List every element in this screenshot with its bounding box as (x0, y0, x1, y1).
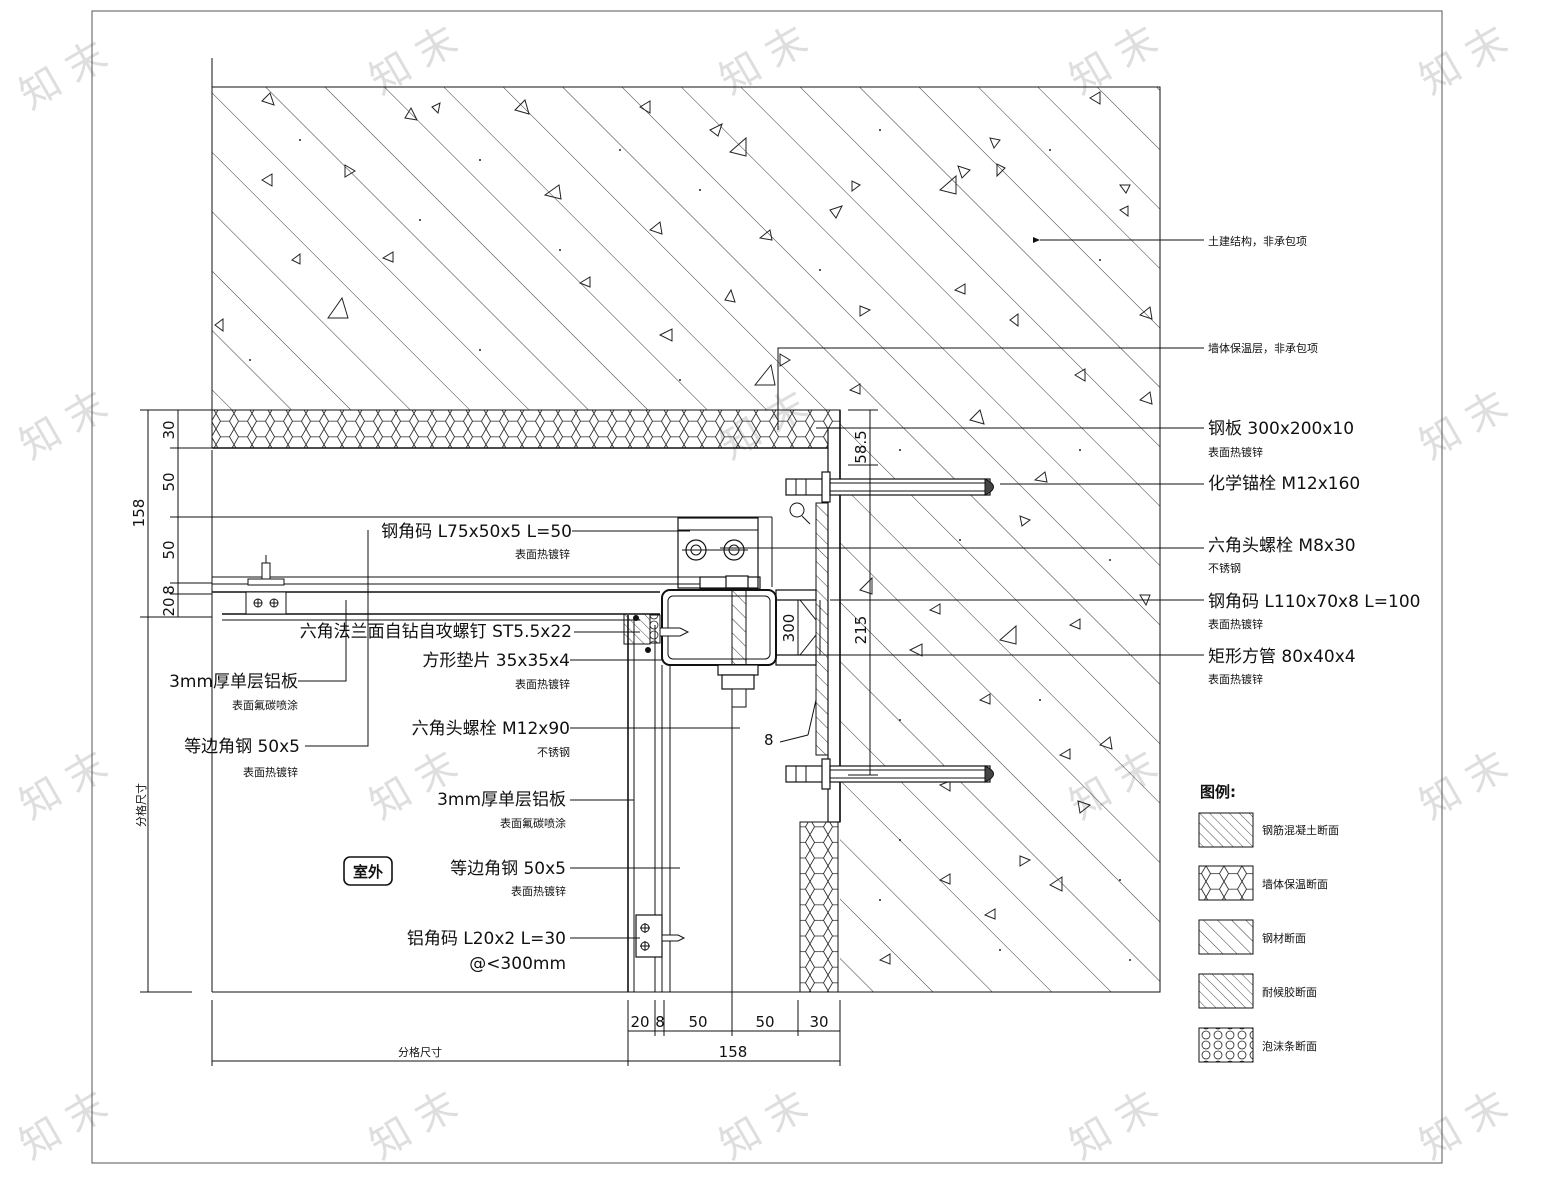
label-bolt-m12-sub: 不锈钢 (537, 746, 570, 759)
dim-h158: 158 (719, 1043, 748, 1061)
leaders (298, 237, 1204, 939)
label-tube: 矩形方管 80x40x4 (1208, 647, 1356, 667)
label-insulation: 墙体保温层，非承包项 (1208, 341, 1318, 355)
drawing-frame (91, 10, 1443, 1164)
dim-grid-v: 分格尺寸 (134, 783, 148, 827)
dim-h30: 30 (809, 1013, 828, 1031)
label-angle-l110: 钢角码 L110x70x8 L=100 (1208, 592, 1420, 612)
sealant-hatch-icon (1198, 973, 1254, 1009)
label-bolt-m8-sub: 不锈钢 (1208, 562, 1241, 575)
svg-text:知 末: 知 末 (12, 742, 115, 828)
label-outdoor: 室外 (353, 863, 383, 881)
concrete-hatch-icon (1198, 812, 1254, 848)
label-screw: 六角法兰面自钻自攻螺钉 ST5.5x22 (300, 622, 572, 642)
steel-hatch-icon (1198, 919, 1254, 955)
rect-steel-tube (661, 575, 777, 708)
svg-text:知 末: 知 末 (362, 1082, 465, 1168)
outdoor-box (343, 856, 393, 886)
left-bracket (245, 555, 287, 615)
concrete-structure (211, 58, 1161, 993)
dim-h50a: 50 (688, 1013, 707, 1031)
label-angle50-left-sub: 表面热镀锌 (243, 765, 298, 779)
dim-v158: 158 (130, 499, 148, 528)
steel-angle-l110 (775, 502, 829, 756)
sealant-block (623, 613, 690, 653)
label-al-left: 3mm厚单层铝板 (169, 672, 298, 692)
label-angle50-left: 等边角钢 50x5 (184, 737, 300, 757)
text-labels: 土建结构，非承包项 墙体保温层，非承包项 钢板 300x200x10 表面热镀锌… (169, 234, 1420, 974)
svg-text:知 末: 知 末 (1412, 742, 1515, 828)
dim-right (797, 409, 878, 776)
label-al-left-sub: 表面氟碳喷涂 (232, 698, 298, 712)
label-tube-sub: 表面热镀锌 (1208, 672, 1263, 686)
legend: 图例: 钢筋混凝土断面 墙体保温断面 钢材断面 耐候胶断面 泡沫条断面 (1198, 783, 1339, 1063)
insulation-hex-icon (1198, 865, 1254, 901)
label-angle-l75-sub: 表面热镀锌 (515, 547, 570, 561)
dim-v30: 30 (160, 420, 178, 439)
dim-v215: 215 (852, 616, 870, 645)
svg-text:知 末: 知 末 (12, 1082, 115, 1168)
foam-circle-icon (1198, 1027, 1254, 1063)
svg-text:知 末: 知 末 (12, 32, 115, 118)
svg-text:知 末: 知 末 (362, 742, 465, 828)
dim-h20: 20 (630, 1013, 649, 1031)
legend-item-3: 钢材断面 (1262, 931, 1306, 945)
svg-text:知 末: 知 末 (1412, 1082, 1515, 1168)
svg-text:知 末: 知 末 (1412, 17, 1515, 103)
dim-v8: 8 (160, 585, 178, 595)
label-al-right: 3mm厚单层铝板 (437, 790, 566, 810)
legend-item-5: 泡沫条断面 (1262, 1039, 1317, 1053)
steel-angle-l75 (677, 517, 759, 589)
dim-h50b: 50 (755, 1013, 774, 1031)
label-bolt-m12: 六角头螺栓 M12x90 (412, 719, 570, 739)
dim-left (140, 409, 212, 993)
label-angle-l20: 铝角码 L20x2 L=30 (407, 929, 566, 949)
label-al-right-sub: 表面氟碳喷涂 (500, 816, 566, 830)
label-structure: 土建结构，非承包项 (1208, 234, 1307, 248)
steel-plate (816, 410, 848, 823)
panel-lines (211, 450, 840, 1030)
label-angle50-right-sub: 表面热镀锌 (511, 884, 566, 898)
label-angle-l20-sub: @<300mm (469, 954, 566, 974)
dim-weld: 8 (764, 731, 774, 749)
dim-v300: 300 (780, 614, 798, 643)
legend-item-4: 耐候胶断面 (1262, 985, 1317, 999)
svg-text:知 末: 知 末 (712, 1082, 815, 1168)
legend-title: 图例: (1200, 783, 1236, 801)
dim-texts: 30 50 158 50 20 8 分格尺寸 58.5 300 215 8 20… (130, 420, 870, 1061)
insulation-top (211, 409, 841, 449)
label-angle-l75: 钢角码 L75x50x5 L=50 (381, 522, 572, 542)
dim-v20: 20 (160, 597, 178, 616)
label-washer: 方形垫片 35x35x4 (422, 651, 570, 671)
label-plate: 钢板 300x200x10 (1208, 419, 1354, 439)
dim-grid-h: 分格尺寸 (398, 1045, 442, 1059)
label-plate-sub: 表面热镀锌 (1208, 445, 1263, 459)
insulation-right (799, 821, 839, 993)
dim-v50a: 50 (160, 472, 178, 491)
dim-h8: 8 (655, 1013, 665, 1031)
dim-v58-5: 58.5 (852, 430, 870, 463)
label-washer-sub: 表面热镀锌 (515, 677, 570, 691)
legend-item-1: 钢筋混凝土断面 (1262, 823, 1339, 837)
alu-angle-l20 (635, 914, 686, 958)
dim-v50b: 50 (160, 540, 178, 559)
svg-text:知 末: 知 末 (1062, 1082, 1165, 1168)
svg-text:知 末: 知 末 (1412, 382, 1515, 468)
legend-item-2: 墙体保温断面 (1262, 877, 1328, 891)
label-angle-l110-sub: 表面热镀锌 (1208, 617, 1263, 631)
label-angle50-right: 等边角钢 50x5 (450, 859, 566, 879)
label-bolt-m8: 六角头螺栓 M8x30 (1208, 536, 1356, 556)
dim-bottom (211, 1000, 841, 1066)
svg-text:知 末: 知 末 (12, 382, 115, 468)
label-anchor: 化学锚栓 M12x160 (1208, 474, 1360, 494)
